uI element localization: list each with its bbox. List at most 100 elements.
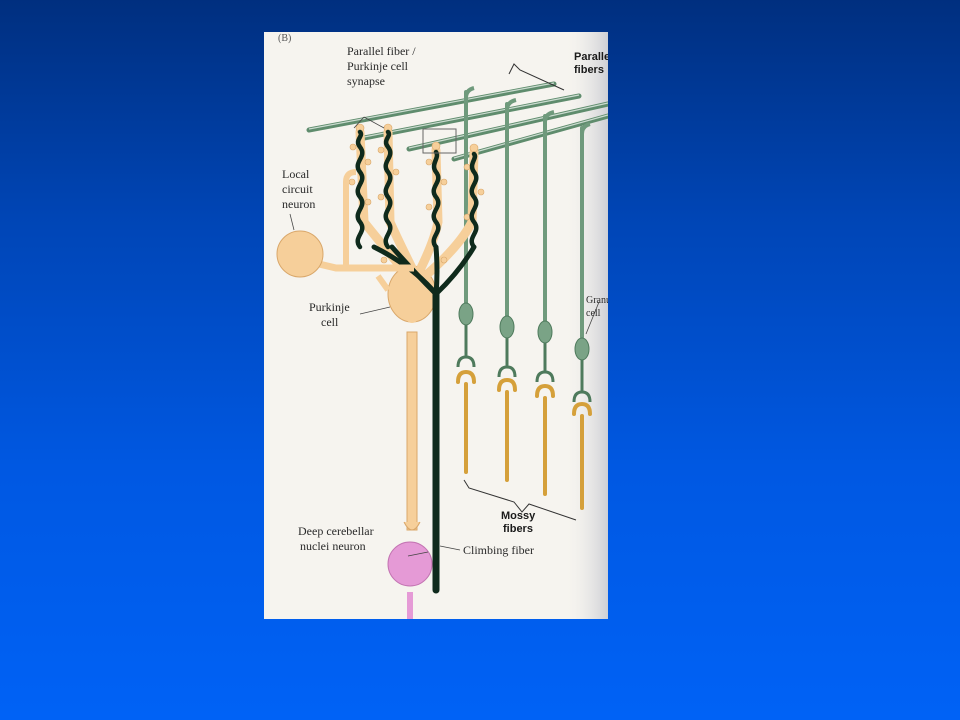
mossy-rosette-3 (535, 383, 555, 398)
label-parallel-line1: Parallel (574, 51, 608, 63)
synapse-highlight-box (422, 128, 457, 154)
parallel-fiber-1 (306, 81, 557, 133)
parallel-fiber-highlight-1 (308, 82, 555, 130)
parallel-fibers-bracket (508, 63, 565, 91)
spiral-1 (355, 129, 365, 250)
label-deep-line1: Deep cerebellar (298, 524, 374, 538)
label-local-line3: neuron (282, 197, 315, 211)
granule-cell-4 (574, 337, 590, 361)
local-circuit-soma (276, 230, 324, 278)
spiral-2 (383, 129, 393, 250)
mossy-rosette-4 (572, 401, 592, 416)
purkinje-axon-terminal (403, 521, 421, 531)
label-synapse-line3: synapse (347, 74, 385, 88)
label-mossy-line1: Mossy (501, 510, 536, 522)
spine-5 (377, 146, 385, 154)
deep-cerebellar-neuron (387, 541, 433, 619)
granule-cell-2 (499, 315, 515, 339)
spine-4 (364, 198, 372, 206)
spine-15 (380, 256, 388, 264)
climbing-branch-4 (433, 244, 477, 297)
spine-13 (463, 213, 471, 221)
granule-claws (456, 325, 592, 403)
label-mossy-line2: fibers (503, 523, 533, 535)
leader-lines (289, 116, 600, 557)
spine-10 (425, 203, 433, 211)
spine-3 (348, 178, 356, 186)
granule-cell-3 (537, 320, 553, 344)
climbing-fiber (355, 129, 479, 594)
deep-nuclei-soma (387, 541, 433, 587)
granule-ascending-axons (464, 90, 584, 339)
leader-climbing (439, 545, 461, 551)
granule-claw-1 (456, 325, 476, 368)
label-mossy: Mossy fibers (501, 510, 538, 535)
spine-11 (463, 163, 471, 171)
t-junction-3 (543, 110, 555, 123)
parallel-fiber-highlight-2 (358, 94, 580, 139)
local-circuit-neuron (276, 169, 414, 292)
mossy-fibers-bracket (463, 479, 577, 521)
spine-6 (392, 168, 400, 176)
purkinje-dendrites (355, 127, 479, 282)
label-deep-line2: nuclei neuron (300, 539, 366, 553)
spine-8 (425, 158, 433, 166)
leader-deep (407, 551, 429, 557)
label-granule-line1: Granu (586, 295, 608, 306)
label-parallel-line2: fibers (574, 64, 604, 76)
climbing-branch-3 (433, 244, 440, 297)
label-granule-line2: cell (586, 308, 601, 319)
spine-14 (440, 256, 448, 264)
label-purkinje: Purkinje cell (309, 300, 353, 329)
purkinje-cell (348, 123, 485, 531)
spine-1 (349, 143, 357, 151)
mossy-rosette-2 (497, 377, 517, 392)
label-synapse: Parallel fiber / Purkinje cell synapse (347, 44, 419, 88)
purkinje-axon (406, 331, 418, 531)
label-synapse-line1: Parallel fiber / (347, 44, 416, 58)
panel-letter: (B) (278, 33, 291, 44)
spiral-3 (431, 149, 441, 250)
spine-2 (364, 158, 372, 166)
granule-cell-1 (458, 302, 474, 326)
spine-9 (440, 178, 448, 186)
page-edge-shade (564, 32, 608, 619)
local-neuron-axon (318, 260, 414, 272)
parallel-fiber-4 (451, 113, 608, 162)
spine-12 (477, 188, 485, 196)
leader-local (289, 213, 295, 231)
spine-7 (377, 193, 385, 201)
t-junction-1 (464, 86, 475, 99)
label-deep-cerebellar: Deep cerebellar nuclei neuron (298, 524, 377, 553)
spiral-4 (469, 151, 479, 250)
label-local-line1: Local (282, 167, 310, 181)
purkinje-spines (348, 123, 485, 264)
circuit-diagram: (B) (276, 32, 608, 619)
spine-19 (469, 143, 479, 153)
label-granule: Granu cell (586, 295, 608, 319)
label-local-line2: circuit (282, 182, 313, 196)
parallel-fiber-highlight-4 (453, 114, 608, 159)
leader-synapse (353, 116, 385, 129)
granule-claw-2 (497, 338, 517, 378)
label-synapse-line2: Purkinje cell (347, 59, 409, 73)
local-neuron-dendrite (343, 169, 357, 268)
climbing-spirals (355, 129, 479, 250)
label-parallel-fibers: Parallel fibers (574, 51, 608, 76)
local-neuron-terminal (375, 274, 391, 292)
mossy-rosette-1 (456, 369, 476, 384)
granule-claw-3 (535, 343, 555, 383)
t-junctions (464, 86, 591, 135)
spine-18 (431, 141, 441, 151)
parallel-fiber-2 (356, 93, 582, 142)
cerebellar-circuit-figure: (B) (264, 32, 608, 619)
mossy-fibers-group (456, 369, 592, 510)
t-junction-4 (580, 122, 591, 135)
label-local-circuit: Local circuit neuron (282, 167, 316, 211)
label-purkinje-line1: Purkinje (309, 300, 350, 314)
purkinje-soma-taper (402, 314, 422, 323)
leader-granule (585, 301, 600, 335)
granule-claw-4 (572, 360, 592, 403)
leader-purkinje (359, 306, 391, 315)
t-junction-2 (505, 98, 517, 111)
